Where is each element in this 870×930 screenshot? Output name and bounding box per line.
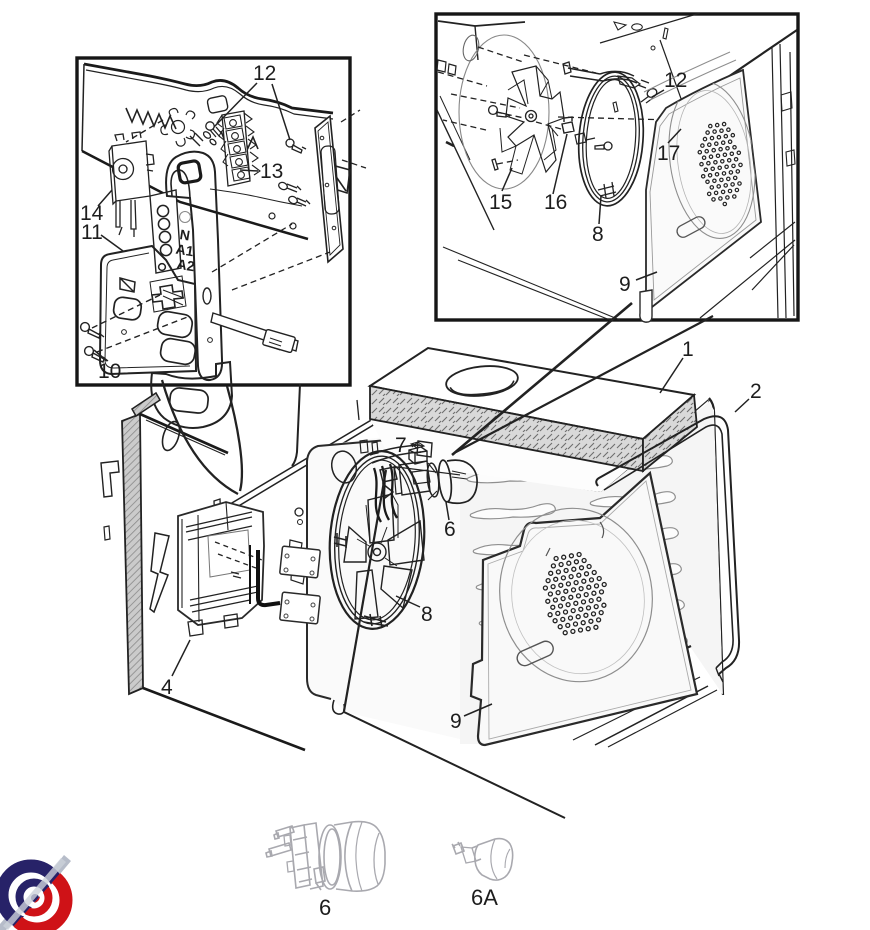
svg-text:9: 9 xyxy=(619,273,631,296)
svg-text:4: 4 xyxy=(161,676,173,699)
svg-text:6: 6 xyxy=(444,518,456,541)
svg-text:N: N xyxy=(179,226,192,243)
svg-text:9: 9 xyxy=(450,710,462,733)
svg-text:2: 2 xyxy=(750,380,762,403)
svg-text:7: 7 xyxy=(395,434,407,457)
svg-text:6: 6 xyxy=(319,895,331,920)
svg-text:16: 16 xyxy=(544,191,567,214)
svg-text:A2: A2 xyxy=(176,256,196,275)
svg-text:12: 12 xyxy=(253,62,276,85)
svg-text:10: 10 xyxy=(98,360,121,383)
svg-text:12: 12 xyxy=(664,69,687,92)
svg-text:8: 8 xyxy=(592,223,604,246)
svg-text:11: 11 xyxy=(81,221,103,244)
svg-text:1: 1 xyxy=(682,338,694,361)
svg-text:15: 15 xyxy=(489,191,512,214)
svg-text:13: 13 xyxy=(260,160,283,183)
svg-text:14: 14 xyxy=(80,202,104,225)
svg-text:17: 17 xyxy=(657,142,680,165)
svg-text:A1: A1 xyxy=(175,241,195,260)
svg-text:6A: 6A xyxy=(471,885,498,910)
svg-text:8: 8 xyxy=(421,603,433,626)
